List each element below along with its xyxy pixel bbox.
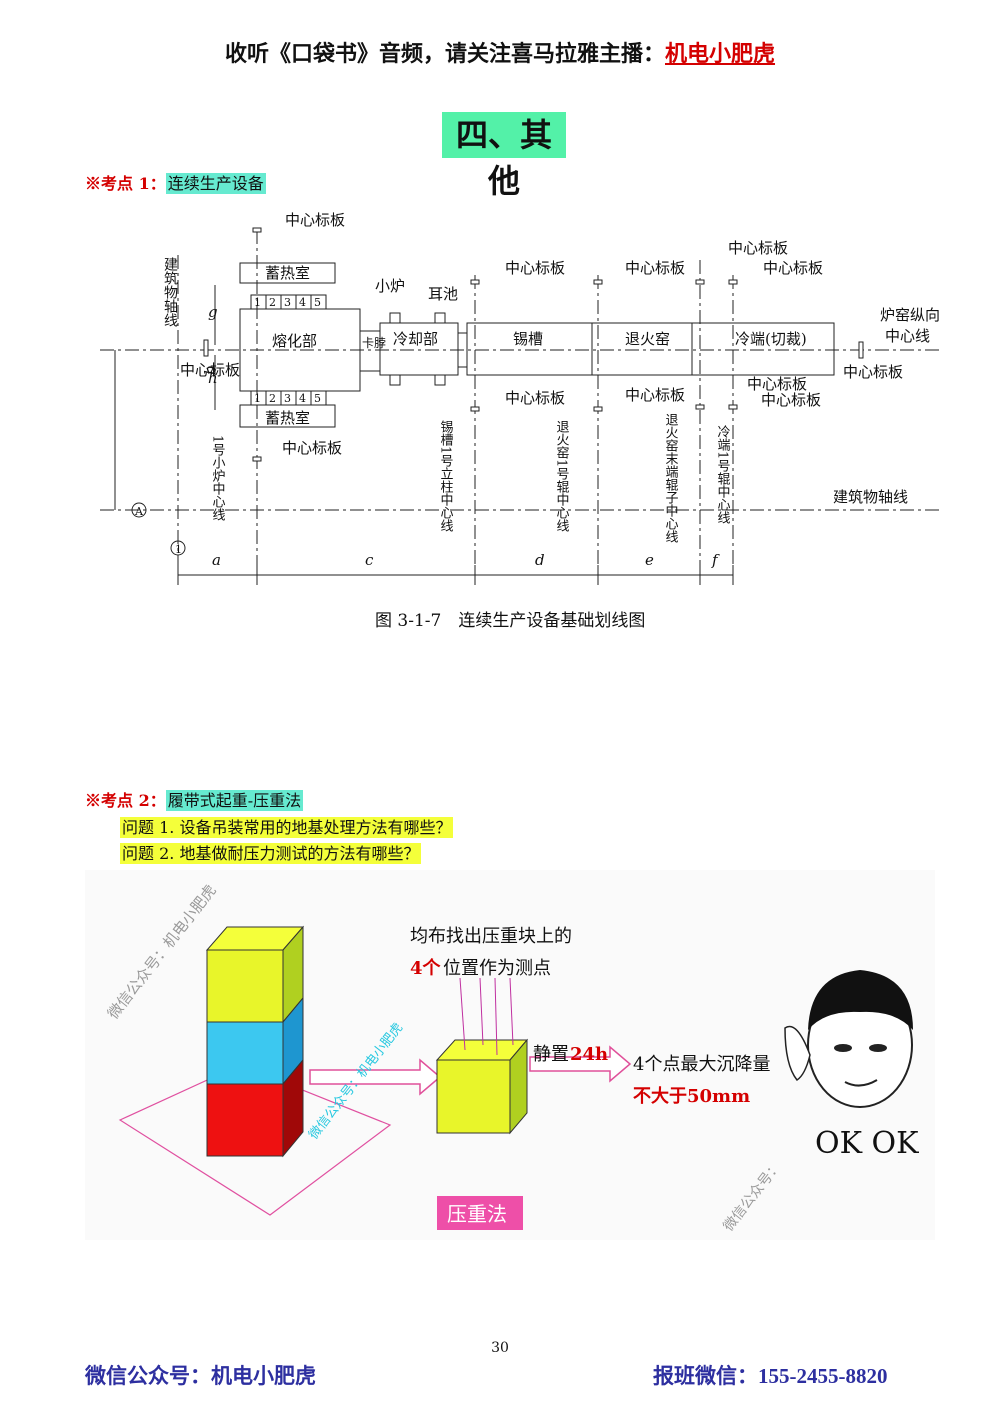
dim-b: b — [201, 365, 219, 375]
label-kiln-axis-2: 中心线 — [885, 327, 930, 345]
label-building-axis-h: 建筑物轴线 — [833, 488, 908, 506]
dim-h: h — [208, 369, 218, 387]
label-cold-end-roll: 冷端1号辊中心线 — [715, 425, 731, 525]
fig2-ok-text: OK OK — [815, 1126, 919, 1161]
page-number: 30 — [491, 1340, 509, 1356]
question-1: 问题 1. 设备吊装常用的地基处理方法有哪些？ — [120, 817, 454, 838]
port-3-top: 3 — [284, 296, 291, 309]
footer-left: 微信公众号：机电小肥虎 — [85, 1363, 316, 1388]
dim-f: f — [711, 551, 720, 569]
port-2-bottom: 2 — [269, 392, 276, 405]
port-5-bottom: 5 — [314, 392, 321, 405]
label-center-plate-10: 中心标板 — [747, 375, 807, 393]
figure-1-caption: 图 3-1-7 连续生产设备基础划线图 — [375, 611, 645, 631]
label-center-plate-7: 中心标板 — [625, 386, 685, 404]
fig2-rest-label: 静置 — [533, 1044, 569, 1065]
fig2-rest-time: 24h — [570, 1044, 608, 1065]
header-prefix: 收听《口袋书》音频，请关注喜马拉雅主播： — [224, 41, 665, 67]
fig2-instruction-line1: 均布找出压重块上的 — [410, 926, 572, 947]
point-1-heading: ※考点 1：连续生产设备 — [85, 170, 266, 194]
fig2-method-label: 压重法 — [447, 1202, 507, 1226]
label-furnace-1-center: 1号小炉中心线 — [210, 435, 226, 522]
port-4-bottom: 4 — [299, 392, 306, 405]
point-2-title: 履带式起重-压重法 — [165, 790, 304, 811]
point-2-label: ※考点 2： — [85, 791, 166, 810]
label-center-plate-5: 中心标板 — [505, 389, 565, 407]
label-cool: 冷却部 — [393, 330, 438, 348]
label-anneal: 退火窑 — [625, 330, 670, 348]
footer-right: 报班微信：155-2455-8820 — [653, 1360, 888, 1390]
port-1-top: 1 — [254, 296, 261, 309]
label-center-plate-12: 中心标板 — [843, 363, 903, 381]
fig2-four-points: 4个 — [410, 957, 442, 979]
axis-a-label: A — [134, 505, 144, 518]
fig2-result-line1: 4个点最大沉降量 — [633, 1054, 770, 1075]
label-small-furnace: 小炉 — [375, 277, 405, 295]
label-ear-pool: 耳池 — [428, 285, 458, 303]
label-center-plate-4: 中心标板 — [505, 259, 565, 277]
point-2-heading: ※考点 2：履带式起重-压重法 — [85, 787, 304, 811]
dim-c: c — [365, 551, 374, 569]
port-4-top: 4 — [299, 296, 306, 309]
section-title: 四、其他 — [442, 112, 566, 200]
continuous-equipment-layout-diagram: 中心标板 中心标板 中心标板 中心标板 中心标板 中心标板 中心标板 中心标板 … — [100, 211, 940, 631]
label-center-plate-3: 中心标板 — [282, 439, 342, 457]
label-tin: 锡槽 — [513, 330, 543, 348]
label-anneal-roll-center: 退火窑1号辊中心线 — [554, 420, 570, 533]
fig2-result-line2: 不大于50mm — [633, 1085, 750, 1107]
label-melt: 熔化部 — [272, 332, 317, 350]
port-3-bottom: 3 — [284, 392, 291, 405]
label-center-plate-6: 中心标板 — [625, 259, 685, 277]
dim-a: a — [212, 551, 221, 569]
ok-meme-face — [784, 970, 913, 1108]
point-1-title: 连续生产设备 — [165, 173, 266, 194]
page-header: 收听《口袋书》音频，请关注喜马拉雅主播：机电小肥虎 — [0, 36, 1000, 68]
label-center-plate-1: 中心标板 — [285, 211, 345, 229]
axis-1-label: 1 — [175, 543, 182, 556]
port-1-bottom: 1 — [254, 392, 261, 405]
label-tin-column-center: 锡槽1号立柱中心线 — [438, 420, 454, 533]
label-center-plate-8: 中心标板 — [728, 239, 788, 257]
footer-phone: 155-2455-8820 — [758, 1364, 888, 1388]
label-neck: 卡脖 — [362, 336, 386, 350]
label-center-plate-2: 中心标板 — [180, 361, 240, 379]
dim-g: g — [208, 303, 218, 321]
dim-d: d — [535, 551, 545, 569]
label-center-plate-11: 中心标板 — [761, 391, 821, 409]
footer-right-label: 报班微信： — [653, 1363, 758, 1388]
label-anneal-end-roll: 退火窑末端辊子中心线 — [663, 413, 679, 543]
port-5-top: 5 — [314, 296, 321, 309]
label-kiln-axis-1: 炉窑纵向 — [880, 306, 940, 324]
pressure-load-method-diagram: 均布找出压重块上的 4个 位置作为测点 静置 24h 4个点最大沉降量 不大于5… — [85, 870, 935, 1240]
label-regen-top: 蓄热室 — [265, 264, 310, 282]
port-2-top: 2 — [269, 296, 276, 309]
question-2: 问题 2. 地基做耐压力测试的方法有哪些？ — [120, 843, 422, 864]
header-host-link[interactable]: 机电小肥虎 — [665, 41, 776, 67]
label-regen-bottom: 蓄热室 — [265, 409, 310, 427]
fig2-instruction-line2: 位置作为测点 — [443, 958, 551, 979]
label-cold-end: 冷端(切裁) — [735, 330, 807, 348]
label-center-plate-9: 中心标板 — [763, 259, 823, 277]
point-1-label: ※考点 1： — [85, 174, 166, 193]
label-building-axis-v: 建筑物轴线 — [162, 257, 178, 327]
dim-e: e — [645, 551, 654, 569]
